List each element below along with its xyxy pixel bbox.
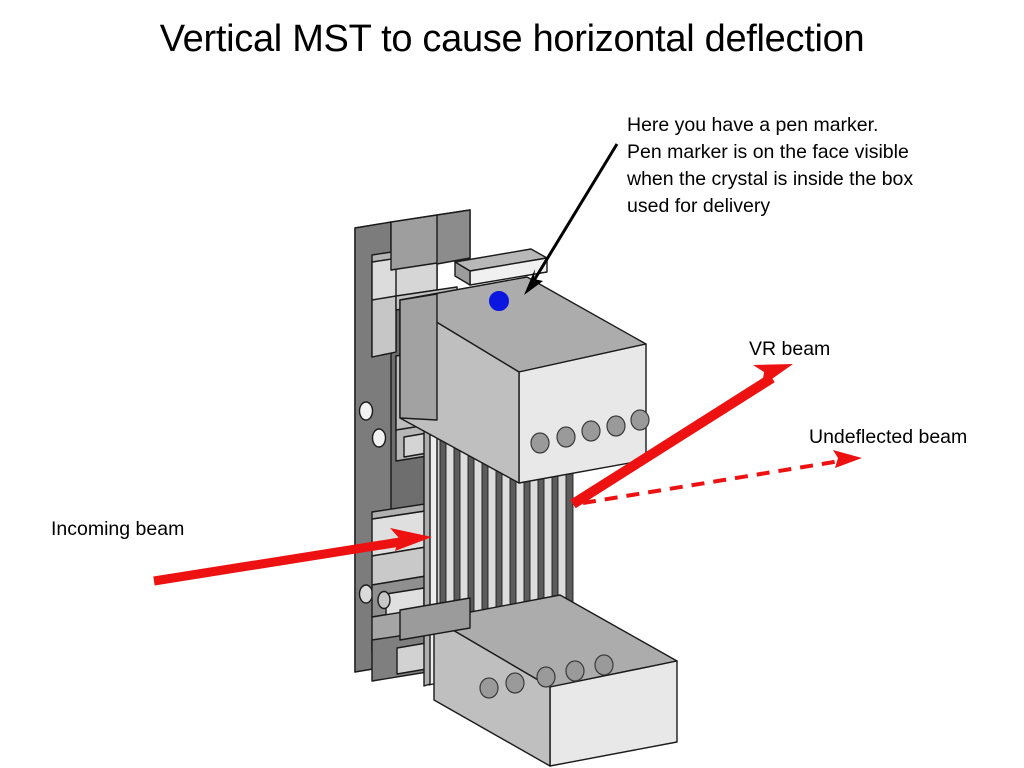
undeflected-beam-label: Undeflected beam bbox=[809, 426, 968, 448]
lower-shelf bbox=[399, 597, 471, 641]
pen-marker-pointer-arrow bbox=[524, 143, 619, 295]
frame-top-corner bbox=[390, 209, 471, 271]
pen-marker-dot bbox=[489, 291, 509, 311]
page-title: Vertical MST to cause horizontal deflect… bbox=[159, 18, 865, 60]
beam-vr bbox=[570, 364, 793, 509]
pen-marker-note-line-3: when the crystal is inside the box bbox=[627, 168, 914, 190]
beam-incoming bbox=[153, 528, 432, 586]
incoming-beam-label: Incoming beam bbox=[51, 518, 185, 540]
pen-marker-note-line-1: Here you have a pen marker. bbox=[627, 114, 879, 136]
crystal-holder-assembly bbox=[354, 209, 678, 767]
pen-marker-note-line-2: Pen marker is on the face visible bbox=[627, 141, 909, 163]
bottom-clamp-block bbox=[433, 594, 678, 767]
top-block-hole-row bbox=[530, 409, 650, 454]
top-clamp-block bbox=[399, 248, 650, 484]
beam-undeflected bbox=[582, 450, 862, 505]
upper-back-plate bbox=[399, 293, 438, 421]
pen-marker-note-line-4: used for delivery bbox=[627, 195, 771, 217]
bottom-block-hole-row bbox=[479, 654, 614, 699]
vr-beam-label: VR beam bbox=[749, 338, 831, 360]
pen-marker-note: Here you have a pen marker. Pen marker i… bbox=[627, 112, 913, 220]
